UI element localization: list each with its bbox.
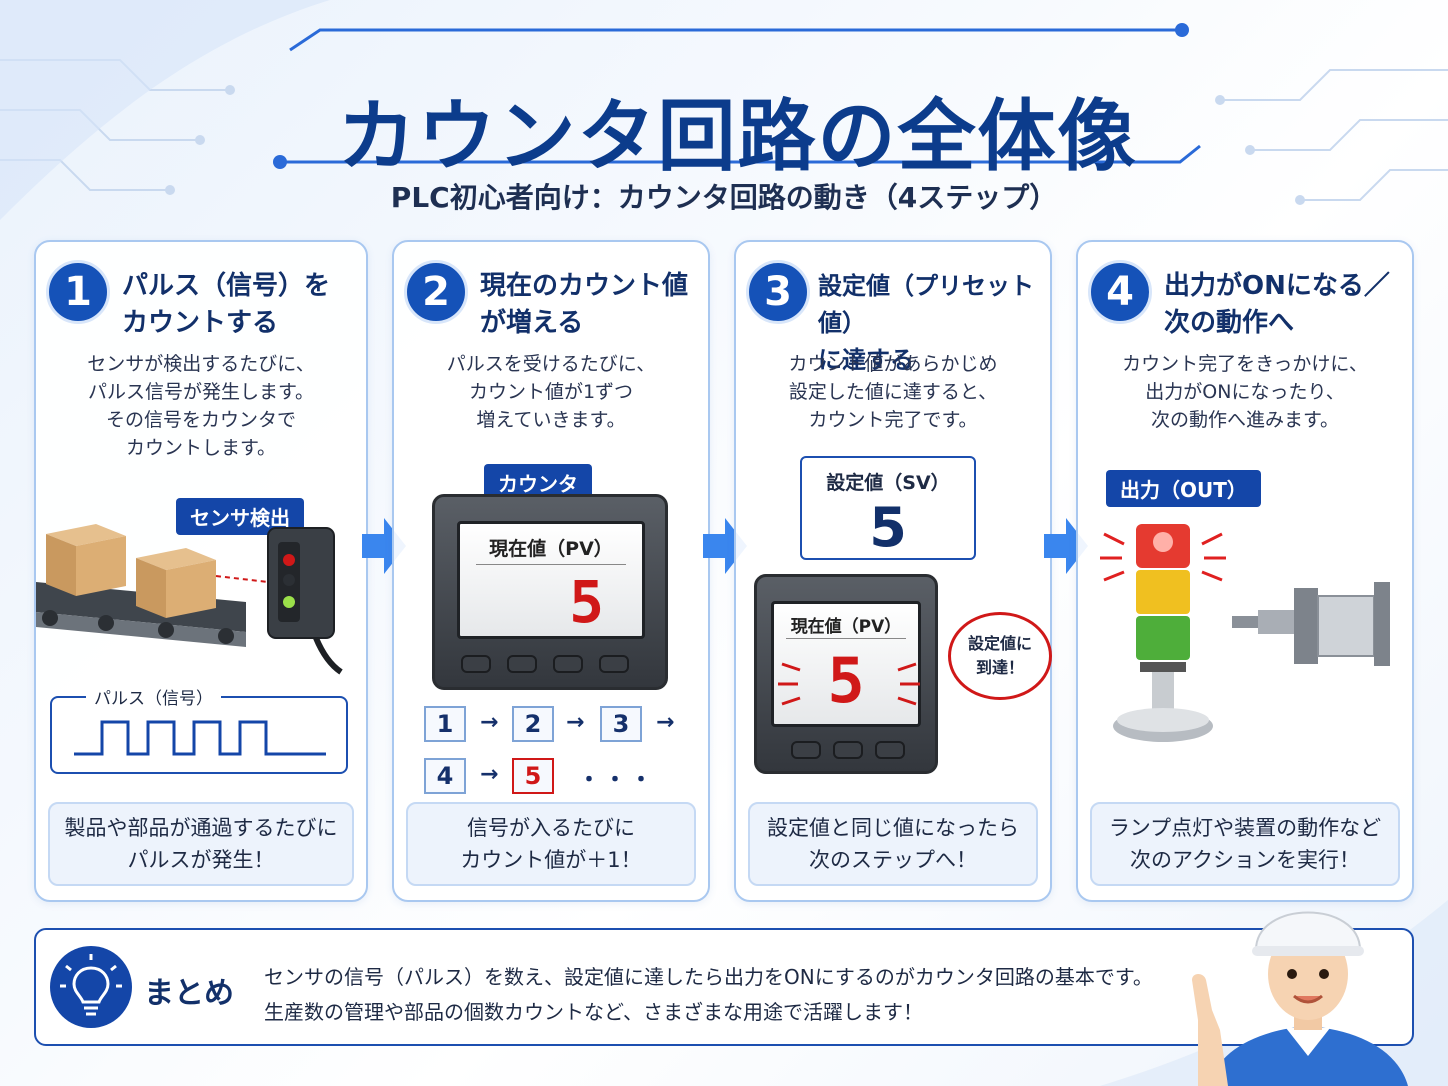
step-number-1: 1: [46, 260, 110, 324]
step-desc-3: カウント値があらかじめ 設定した値に達すると、 カウント完了です。: [788, 353, 998, 431]
sensor-beam: [215, 575, 269, 583]
step-note-1: 製品や部品が通過するたびに パルスが発生！: [48, 802, 354, 886]
pulse-waveform: [74, 720, 326, 756]
step-note-3: 設定値と同じ値になったら 次のステップへ！: [748, 802, 1038, 886]
counter-button-1: [791, 741, 821, 759]
counter-button-4: [599, 655, 629, 673]
conveyor-illustration: [36, 524, 343, 675]
counter-device-reached: 現在値（PV） 5: [754, 574, 938, 774]
sequence-box-1: 1: [424, 706, 466, 742]
step-title-2: 現在のカウント値 が増える: [480, 271, 689, 338]
step-card-3: 3 設定値（プリセット値） に達する カウント値があらかじめ 設定した値に達する…: [734, 240, 1052, 902]
counter-screen: 現在値（PV） 5: [771, 601, 921, 727]
sequence-box-5: 5: [512, 758, 554, 794]
step-card-4: 4 出力がONになる／ 次の動作へ カウント完了をきっかけに、 出力がONになっ…: [1076, 240, 1414, 902]
summary-label: まとめ: [144, 976, 234, 1011]
step-desc-4: カウント完了をきっかけに、 出力がONになったり、 次の動作へ進みます。: [1122, 353, 1368, 431]
reached-speech-bubble: 設定値に 到達！: [948, 612, 1052, 700]
pv-value: 5: [569, 568, 604, 636]
step-title-3: 設定値（プリセット値） に達する: [818, 272, 1034, 374]
sequence-arrow: →: [480, 710, 499, 735]
step-note-4: ランプ点灯や装置の動作など 次のアクションを実行！: [1090, 802, 1400, 886]
sequence-box-4: 4: [424, 758, 466, 794]
sequence-more: ・・・: [578, 768, 657, 793]
step-card-1: 1 パルス（信号）を カウントする センサが検出するたびに、 パルス信号が発生し…: [34, 240, 368, 902]
sv-value: 5: [869, 496, 907, 559]
counter-screen: 現在値（PV） 5: [457, 521, 645, 639]
step-desc-1: センサが検出するたびに、 パルス信号が発生します。 その信号をカウンタで カウン…: [87, 353, 315, 459]
page-title: カウンタ回路の全体像: [337, 92, 1138, 182]
step-number-3: 3: [746, 260, 810, 324]
summary-text: センサの信号（パルス）を数え、設定値に達したら出力をONにするのがカウンタ回路の…: [264, 965, 1153, 1024]
lightbulb-icon: [50, 946, 132, 1028]
step-number-2: 2: [404, 260, 468, 324]
title-area: カウンタ回路の全体像: [270, 22, 1205, 182]
air-cylinder-icon: [1232, 582, 1390, 666]
pv-label: 現在値（PV）: [790, 617, 902, 637]
signal-tower-icon: [1100, 524, 1226, 742]
flash-lines: [778, 662, 920, 706]
summary-box: まとめ センサの信号（パルス）を数え、設定値に達したら出力をONにするのがカウン…: [34, 928, 1414, 1046]
step-number-4: 4: [1088, 260, 1152, 324]
sequence-arrow: →: [480, 762, 499, 787]
output-tag: 出力（OUT）: [1106, 470, 1261, 507]
step-title-4: 出力がONになる／ 次の動作へ: [1164, 271, 1390, 338]
sv-label: 設定値（SV）: [826, 472, 950, 494]
step-note-2: 信号が入るたびに カウント値が＋1！: [406, 802, 696, 886]
sequence-arrow: →: [656, 710, 675, 735]
step-desc-2: パルスを受けるたびに、 カウント値が1ずつ 増えていきます。: [446, 353, 656, 431]
pulse-label: パルス（信号）: [86, 684, 221, 709]
page-subtitle: PLC初心者向け：カウンタ回路の動き（4ステップ）: [390, 181, 1058, 214]
counter-button-2: [507, 655, 537, 673]
sequence-arrow: →: [566, 710, 585, 735]
counter-button-3: [553, 655, 583, 673]
step-card-2: 2 現在のカウント値 が増える パルスを受けるたびに、 カウント値が1ずつ 増え…: [392, 240, 710, 902]
set-value-box: 設定値（SV） 5: [800, 456, 976, 560]
worker-illustration: [1192, 911, 1408, 1086]
sensor-icon: [267, 527, 343, 675]
pulse-signal-box: パルス（信号）: [50, 684, 348, 774]
pv-label: 現在値（PV）: [489, 538, 613, 560]
counter-device: 現在値（PV） 5: [432, 494, 668, 690]
box-icon: [46, 524, 216, 618]
counter-button-3: [875, 741, 905, 759]
pv-value: 5: [827, 644, 865, 717]
counter-button-2: [833, 741, 863, 759]
sequence-box-3: 3: [600, 706, 642, 742]
sequence-box-2: 2: [512, 706, 554, 742]
step-title-1: パルス（信号）を カウントする: [122, 271, 331, 338]
counter-button-1: [461, 655, 491, 673]
